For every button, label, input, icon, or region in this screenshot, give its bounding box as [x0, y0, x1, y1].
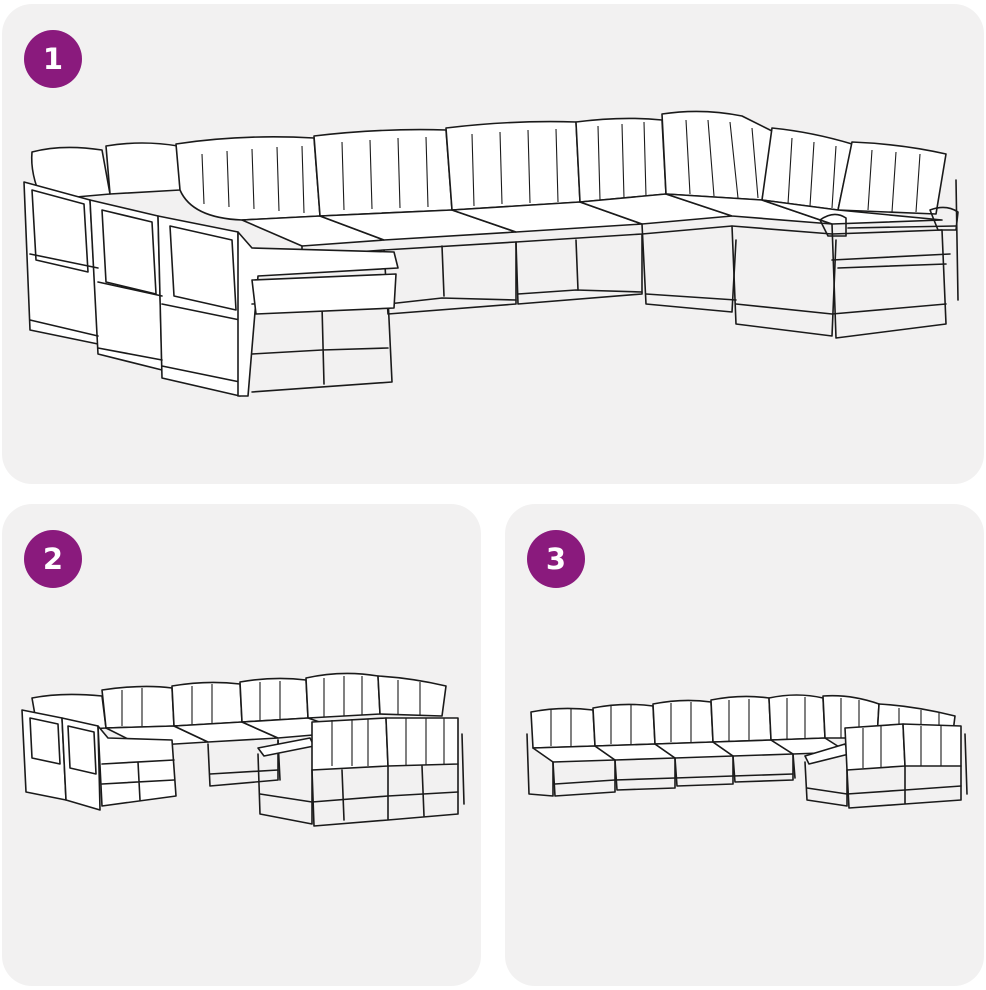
frames [526, 733, 796, 797]
back-cushions [31, 672, 447, 733]
seat-cushions [105, 717, 349, 747]
step-panel-2: 2 [2, 504, 481, 986]
sofa-illustration-2 [21, 672, 465, 827]
step-badge-1: 1 [24, 30, 82, 88]
sofa-illustration-3 [526, 694, 968, 809]
step-badge-3: 3 [527, 530, 585, 588]
step-badge-2: 2 [24, 530, 82, 588]
step-number: 1 [42, 42, 64, 76]
middle-frames [383, 233, 643, 315]
back-cushions [30, 110, 947, 221]
step-number: 3 [545, 542, 567, 576]
right-frames [641, 179, 959, 339]
step-panel-3: 3 [505, 504, 984, 986]
left-armchairs [21, 709, 177, 811]
front-armchairs [804, 723, 968, 809]
left-armchairs [23, 181, 399, 397]
seat-cushions [241, 193, 943, 257]
front-armchairs [257, 717, 465, 827]
step-number: 2 [42, 542, 64, 576]
sofa-illustration-1 [23, 110, 959, 397]
step-panel-1: 1 [2, 4, 984, 484]
